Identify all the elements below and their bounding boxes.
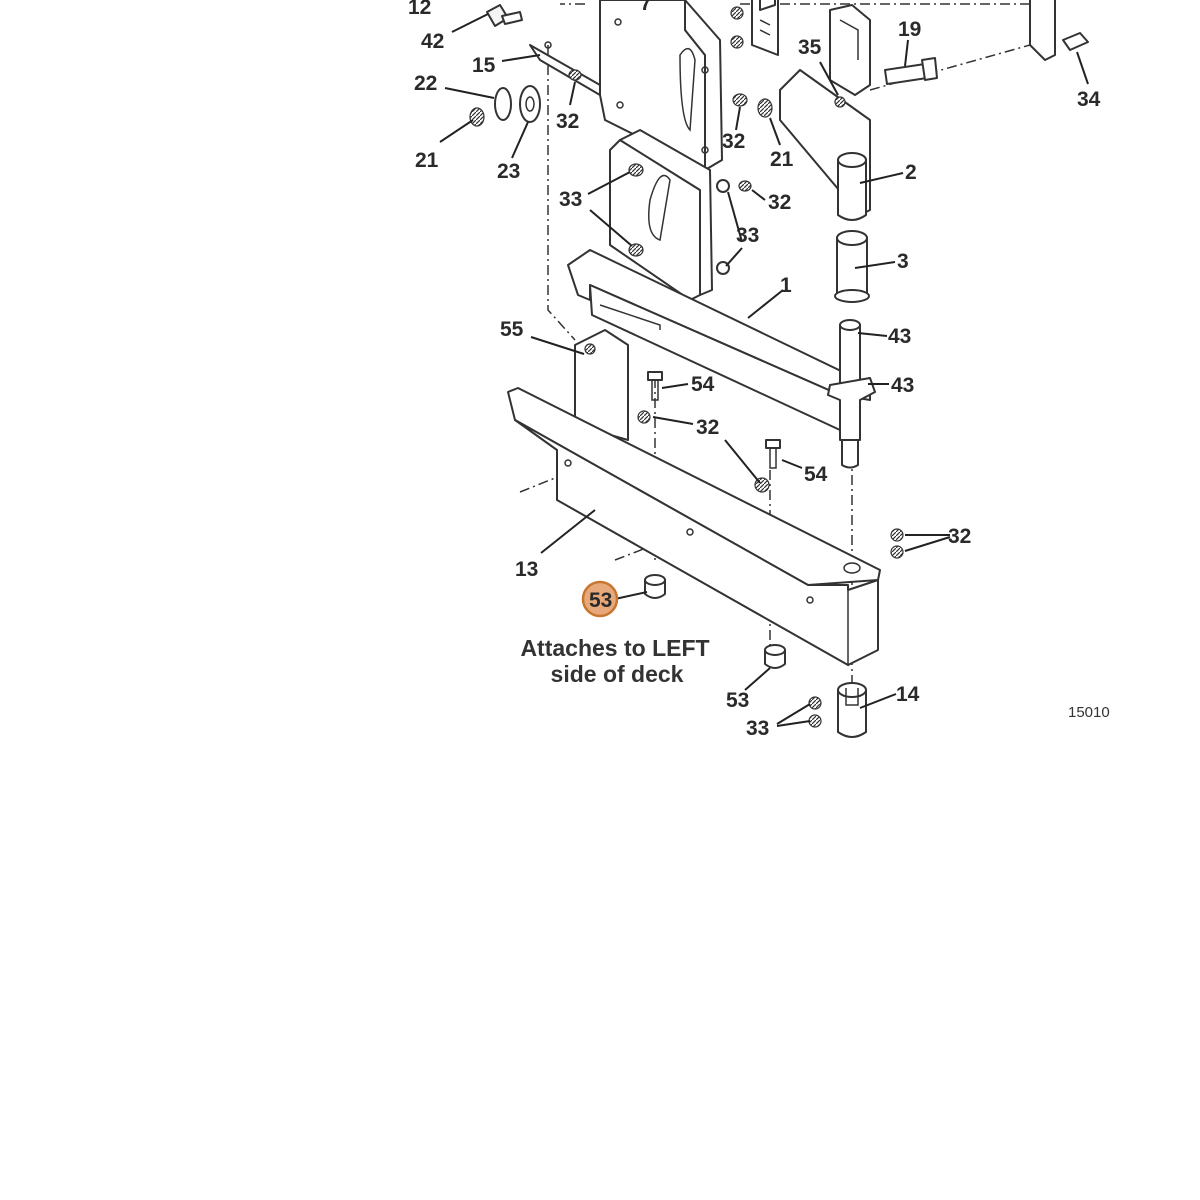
callout-53-highlighted: 53 [589, 589, 612, 612]
link-strap [751, 0, 779, 56]
pivot-arm [779, 4, 871, 221]
upper-bracket [529, 0, 723, 171]
callout-32: 32 [556, 110, 579, 133]
callout-labels: 12 42 15 22 21 23 32 7 35 19 34 32 21 2 … [408, 0, 1101, 740]
callout-55: 55 [500, 318, 524, 341]
callout-35: 35 [798, 36, 822, 59]
figure-code: 15010 [1068, 704, 1110, 721]
callout-33: 33 [746, 717, 769, 740]
right-plate [1029, 0, 1089, 61]
bolt-19 [884, 57, 938, 85]
pivot-tube-14 [808, 682, 867, 738]
callout-42: 42 [421, 30, 444, 53]
callout-2: 2 [905, 161, 917, 184]
spacers-53 [644, 574, 786, 669]
pivot-tubes [827, 230, 876, 469]
callout-33: 33 [559, 188, 582, 211]
frame-tube [567, 249, 871, 431]
highlight-callout-circle [581, 580, 619, 618]
callout-12: 12 [408, 0, 431, 19]
deck-channel [507, 387, 881, 667]
note-line-2: side of deck [551, 661, 684, 687]
bracket-55 [574, 329, 629, 441]
washer-stack [469, 85, 541, 127]
callout-1: 1 [780, 274, 792, 297]
note-line-1: Attaches to LEFT [520, 635, 709, 661]
fastener-42 [486, 4, 523, 27]
callout-43: 43 [888, 325, 911, 348]
callout-21: 21 [415, 149, 439, 172]
callout-32: 32 [696, 416, 719, 439]
callout-19: 19 [898, 18, 921, 41]
callout-22: 22 [414, 72, 437, 95]
callout-13: 13 [515, 558, 538, 581]
callout-23: 23 [497, 160, 520, 183]
leader-lines [439, 13, 1089, 727]
callout-54: 54 [691, 373, 715, 396]
callout-3: 3 [897, 250, 909, 273]
callout-54: 54 [804, 463, 828, 486]
callout-14: 14 [896, 683, 920, 706]
middle-bracket [609, 129, 752, 301]
callout-15: 15 [472, 54, 496, 77]
callout-32: 32 [722, 130, 745, 153]
bolt-32-top [568, 6, 773, 118]
callout-32: 32 [768, 191, 791, 214]
callout-53: 53 [726, 689, 749, 712]
callout-32: 32 [948, 525, 971, 548]
callout-21: 21 [770, 148, 794, 171]
callout-43: 43 [891, 374, 914, 397]
callout-7: 7 [640, 0, 652, 15]
callout-34: 34 [1077, 88, 1101, 111]
callout-33: 33 [736, 224, 759, 247]
